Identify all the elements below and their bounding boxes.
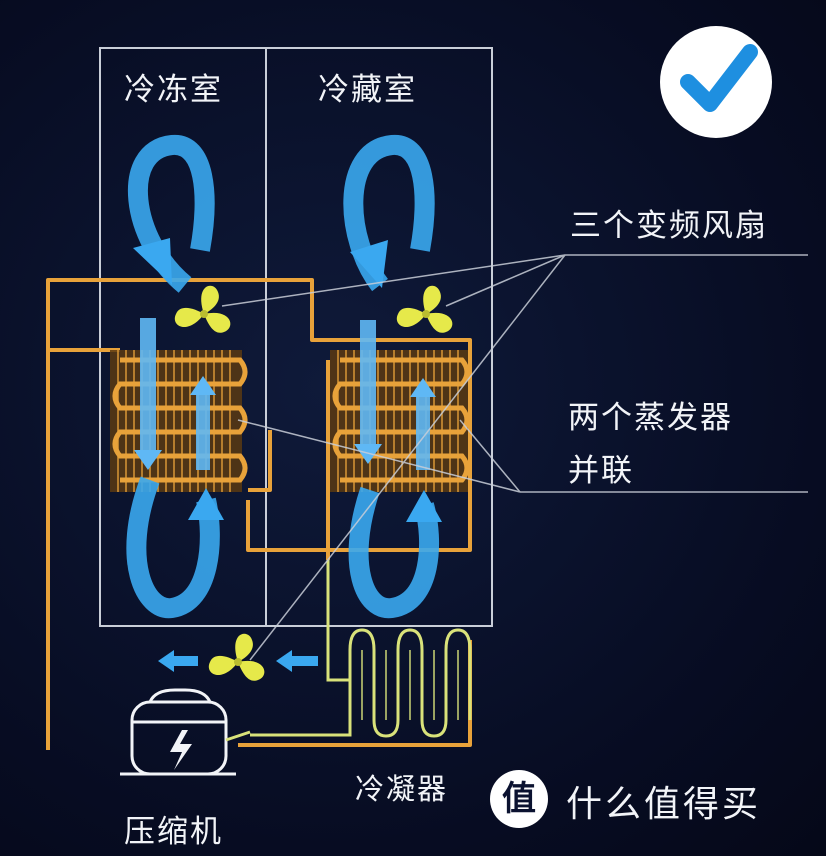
fans-callout: 三个变频风扇 — [570, 208, 768, 244]
lightning-icon — [170, 730, 192, 770]
condenser-fan-icon — [208, 633, 265, 681]
freezer-evaporator — [110, 350, 248, 492]
freezer-fan-icon — [174, 285, 231, 333]
freezer-compartment — [99, 47, 267, 627]
compressor-icon — [120, 688, 251, 776]
condenser-label: 冷凝器 — [355, 772, 449, 806]
condenser — [250, 560, 472, 738]
compressor-label: 压缩机 — [124, 814, 223, 850]
check-badge-icon — [660, 26, 772, 138]
condenser-airflow-arrows — [158, 650, 318, 672]
fridge-compartment — [265, 47, 493, 627]
compartment-frames — [99, 47, 493, 627]
freezer-label: 冷冻室 — [124, 72, 223, 108]
fridge-airflow — [343, 135, 442, 619]
fridge-fan-icon — [396, 285, 453, 333]
evaporators-callout-line2: 并联 — [568, 453, 634, 489]
fridge-evaporator — [330, 350, 470, 492]
watermark-badge: 值 — [490, 770, 548, 828]
fridge-label: 冷藏室 — [318, 72, 417, 108]
leader-lines — [221, 254, 808, 661]
evaporators-callout-line1: 两个蒸发器 — [568, 400, 733, 436]
refrigerant-pipe — [46, 278, 472, 750]
watermark-text: 什么值得买 — [566, 784, 762, 825]
freezer-airflow — [126, 135, 224, 619]
